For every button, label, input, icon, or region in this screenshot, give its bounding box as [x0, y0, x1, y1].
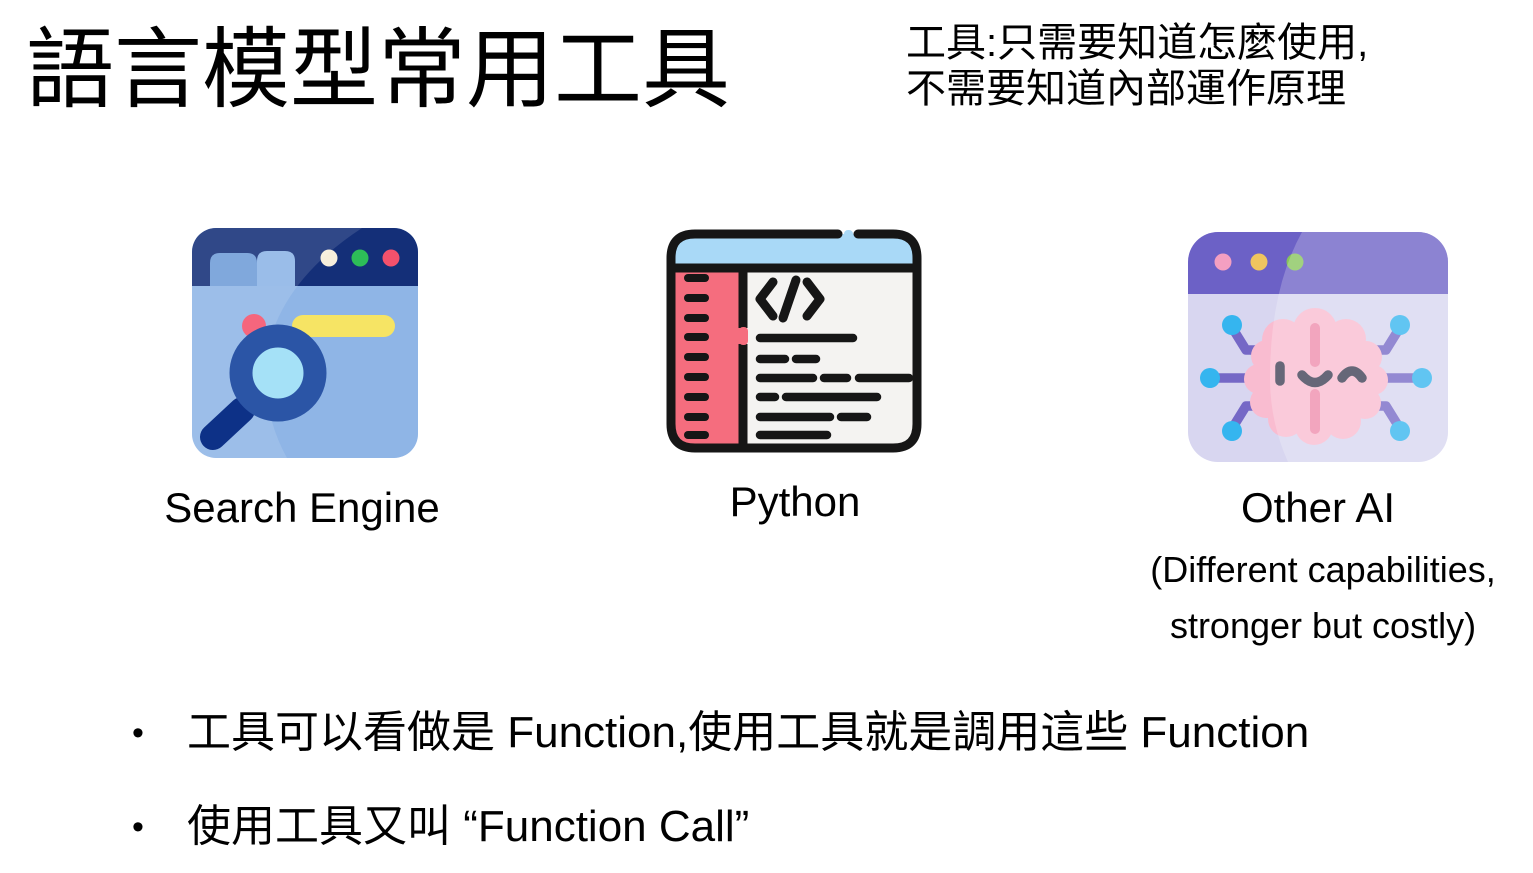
- magnifier-icon: [200, 324, 327, 450]
- python-label: Python: [729, 478, 861, 525]
- search-engine-icon: [192, 228, 418, 463]
- other-ai-subcaption-line1: (Different capabilities,: [1150, 549, 1496, 590]
- page-title: 語言模型常用工具: [26, 20, 731, 119]
- code-tag-icon: [755, 275, 825, 323]
- editor-outline: [666, 229, 922, 453]
- bullet-text-1: 工具可以看做是 Function,使用工具就是調用這些 Function: [187, 708, 1310, 757]
- code-lines: [755, 333, 914, 440]
- window-dots: [1214, 253, 1304, 271]
- bullet-item-2: • 使用工具又叫 “Function Call”: [132, 796, 749, 858]
- search-engine-label: Search Engine: [164, 484, 440, 531]
- window-dots: [320, 249, 400, 267]
- python-code-editor-graphic: [666, 229, 922, 453]
- bullet-item-1: • 工具可以看做是 Function,使用工具就是調用這些 Function: [132, 702, 1309, 764]
- browser-tab-dark: [210, 253, 257, 286]
- header-note: 工具:只需要知道怎麼使用, 不需要知道內部運作原理: [906, 20, 1368, 112]
- other-ai-subcaption-line2: stronger but costly): [1169, 605, 1477, 646]
- search-bar: [292, 315, 395, 337]
- line-number-dashes: [684, 274, 709, 439]
- python-icon: [663, 226, 925, 461]
- other-ai-subcaption: (Different capabilities, stronger but co…: [1078, 542, 1533, 654]
- circuit-nodes: [1200, 315, 1432, 441]
- browser-tab-light: [257, 251, 295, 286]
- bullet-marker: •: [132, 808, 144, 846]
- header-note-line2: 不需要知道內部運作原理: [906, 67, 1346, 111]
- highlight-overlay: [1270, 232, 1448, 462]
- editor-titlebar: [671, 234, 917, 268]
- bullet-marker: •: [132, 714, 144, 752]
- bullet-text-2: 使用工具又叫 “Function Call”: [187, 802, 750, 851]
- other-ai-icon: [1188, 232, 1448, 467]
- ai-brain-browser-graphic: [1188, 232, 1448, 462]
- brain-face: [1275, 361, 1367, 388]
- header-note-line1: 工具:只需要知道怎麼使用,: [906, 21, 1369, 65]
- search-engine-browser-graphic: [192, 228, 418, 458]
- other-ai-label: Other AI: [1240, 484, 1396, 531]
